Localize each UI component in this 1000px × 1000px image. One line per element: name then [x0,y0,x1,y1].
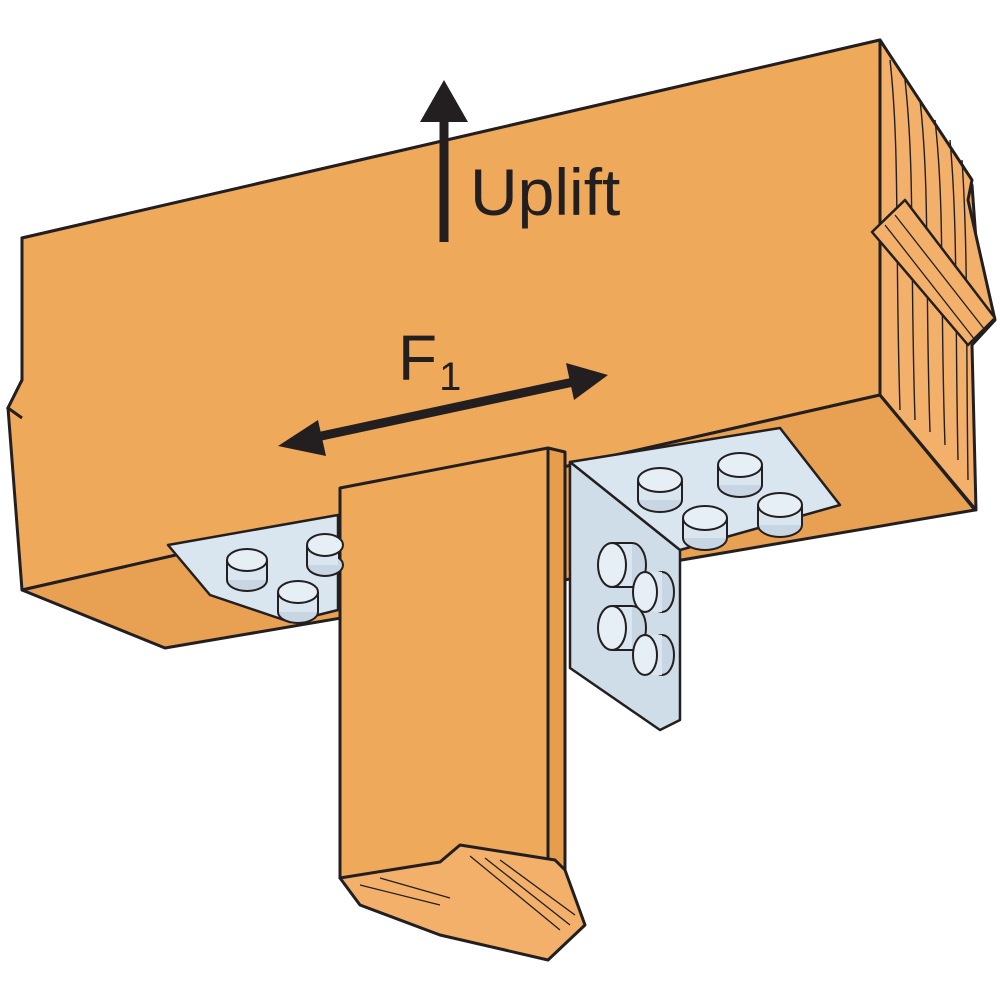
post [338,446,587,962]
hex-bolt-icon [306,533,344,577]
beam-end-split [870,198,997,347]
post-front-face [338,446,550,880]
post-side-face [546,446,567,880]
hex-bolt-icon [757,492,803,538]
hex-bolt-icon [637,467,683,513]
uplift-label: Uplift [470,155,620,229]
force-f1-main: F [398,322,437,394]
post-end-grain [338,843,587,962]
post-end-grain-lines [359,855,576,931]
hex-bolt-icon [632,571,675,613]
hex-bolt-icon [597,605,647,651]
force-f1-label: F1 [398,322,461,399]
hex-bolt-icon [226,548,268,592]
left-angle-bracket [166,513,344,624]
beam-break-left [6,379,24,420]
hex-bolt-icon [597,542,647,588]
hex-bolt-icon [277,580,319,624]
double-arrow-horizontal-icon [278,363,608,456]
hex-bolt-icon [717,452,763,498]
right-angle-bracket [568,426,842,732]
right-bracket-bolts-vertical [597,542,675,676]
right-bracket-bolts-horizontal [637,452,803,551]
beam-split-grain [884,214,986,341]
uplift-arrow-icon [420,80,468,242]
hex-bolt-icon [682,505,728,551]
force-f1-subscript: 1 [439,355,461,399]
left-bracket-bolts [226,533,344,624]
hex-bolt-icon [632,634,675,676]
